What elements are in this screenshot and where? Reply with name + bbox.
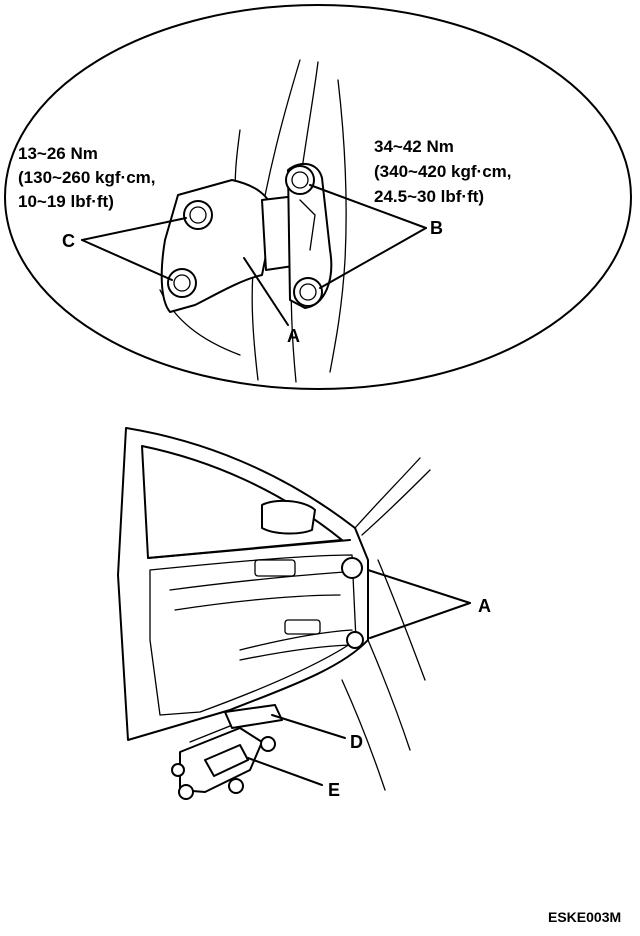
door-inner-panel [149,554,357,716]
door-handle-recess [254,559,296,577]
bolt-b-upper [285,165,315,195]
door-removal-view: A D E [117,427,491,800]
pillar-edge-line [329,79,347,373]
leader-line-e [247,757,323,786]
body-pillar-line [361,469,431,536]
wooden-block [224,704,283,729]
floor-jack [171,725,276,800]
leader-line-a-lower [369,602,471,639]
leader-line-a-hinge [243,257,289,326]
callout-e: E [328,780,340,800]
door-trim-line [174,594,341,611]
leader-line-d [271,714,346,739]
door-armrest-line [239,629,353,651]
door-outer-panel [117,427,369,741]
leader-line-a-upper [367,569,471,604]
torque-label-b: 34~42 Nm (340~420 kgf·cm, 24.5~30 lbf·ft… [374,137,516,206]
door-armrest-line [239,644,351,661]
diagram-code: ESKE003M [548,909,621,925]
hinge-detail-view: 13~26 Nm (130~260 kgf·cm, 10~19 lbf·ft) … [4,4,632,390]
hinge-point-upper [341,557,363,579]
door-switch-panel [284,619,321,635]
callout-a-door: A [478,596,491,616]
door-trim-line [169,571,346,591]
bolt-b-lower [293,277,323,307]
body-pillar-line [354,457,421,529]
detail-ellipse [4,4,632,390]
leader-line-c-lower [81,239,173,281]
door-window-frame [141,445,343,559]
side-mirror [261,499,316,535]
callout-a-hinge: A [287,326,300,346]
body-sill-line [341,679,386,791]
hinge-pin-line [299,199,316,251]
callout-b: B [430,218,443,238]
door-belt-line [147,539,351,559]
torque-label-c: 13~26 Nm (130~260 kgf·cm, 10~19 lbf·ft) [18,144,160,211]
bolt-c-lower [167,268,197,298]
body-pillar-line [377,559,426,681]
leader-line-c-upper [81,217,187,241]
callout-c: C [62,231,75,251]
leader-line-b-upper [309,184,427,229]
hinge-point-lower [346,631,364,649]
bolt-c-upper [183,200,213,230]
callout-d: D [350,732,363,752]
body-pillar-line [367,639,411,751]
leader-line-b-lower [319,227,427,289]
